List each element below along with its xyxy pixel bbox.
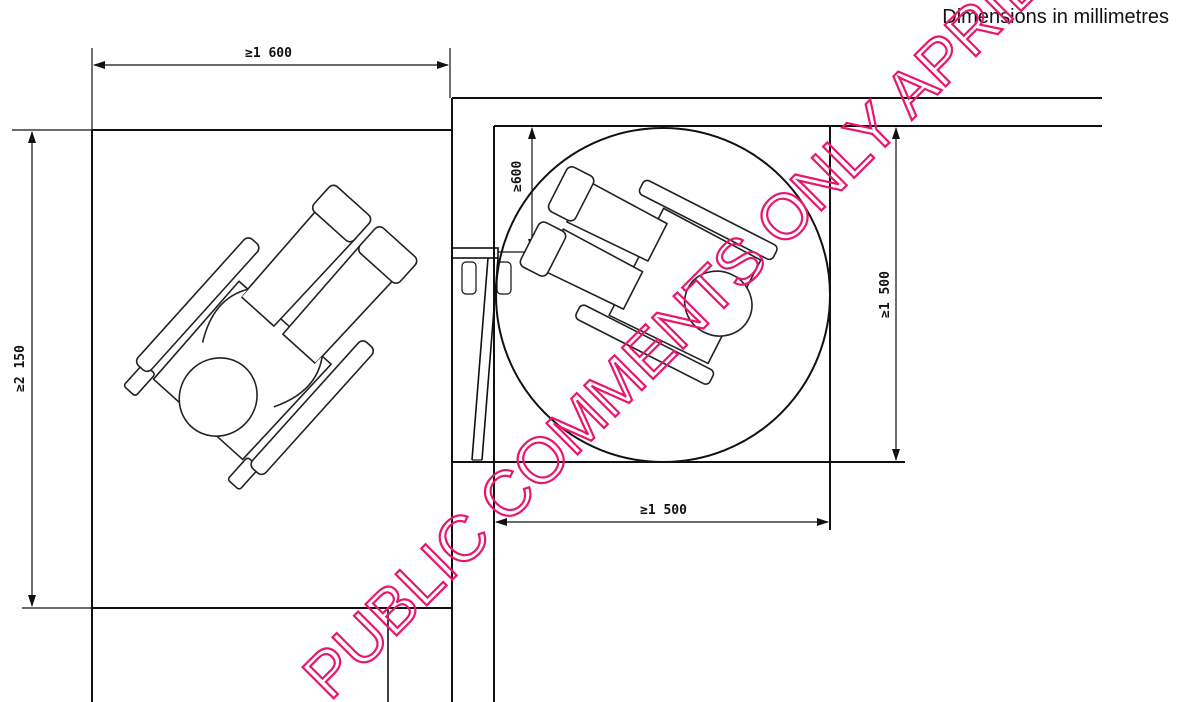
dimension-lines [12, 48, 910, 609]
door [451, 247, 512, 461]
door-handle-outer [461, 261, 477, 295]
wheelchair-user-right-icon [519, 165, 778, 385]
dim-label-width-left: ≥1 600 [245, 46, 292, 61]
dim-label-height-right: ≥1 500 [878, 271, 893, 318]
watermark-text: PUBLIC COMMENTS ONLY APRIL - JUNE [289, 0, 1179, 702]
walls [91, 97, 1102, 702]
dim-label-height-left: ≥2 150 [13, 345, 28, 392]
dim-label-width-right: ≥1 500 [640, 503, 687, 518]
door-handle-inner [496, 261, 512, 295]
units-note: Dimensions in millimetres [942, 6, 1169, 28]
dim-label-top-offset: ≥600 [510, 161, 525, 192]
turning-space [494, 126, 905, 530]
wheelchair-user-left-icon [123, 184, 418, 490]
turning-circle [495, 127, 831, 463]
